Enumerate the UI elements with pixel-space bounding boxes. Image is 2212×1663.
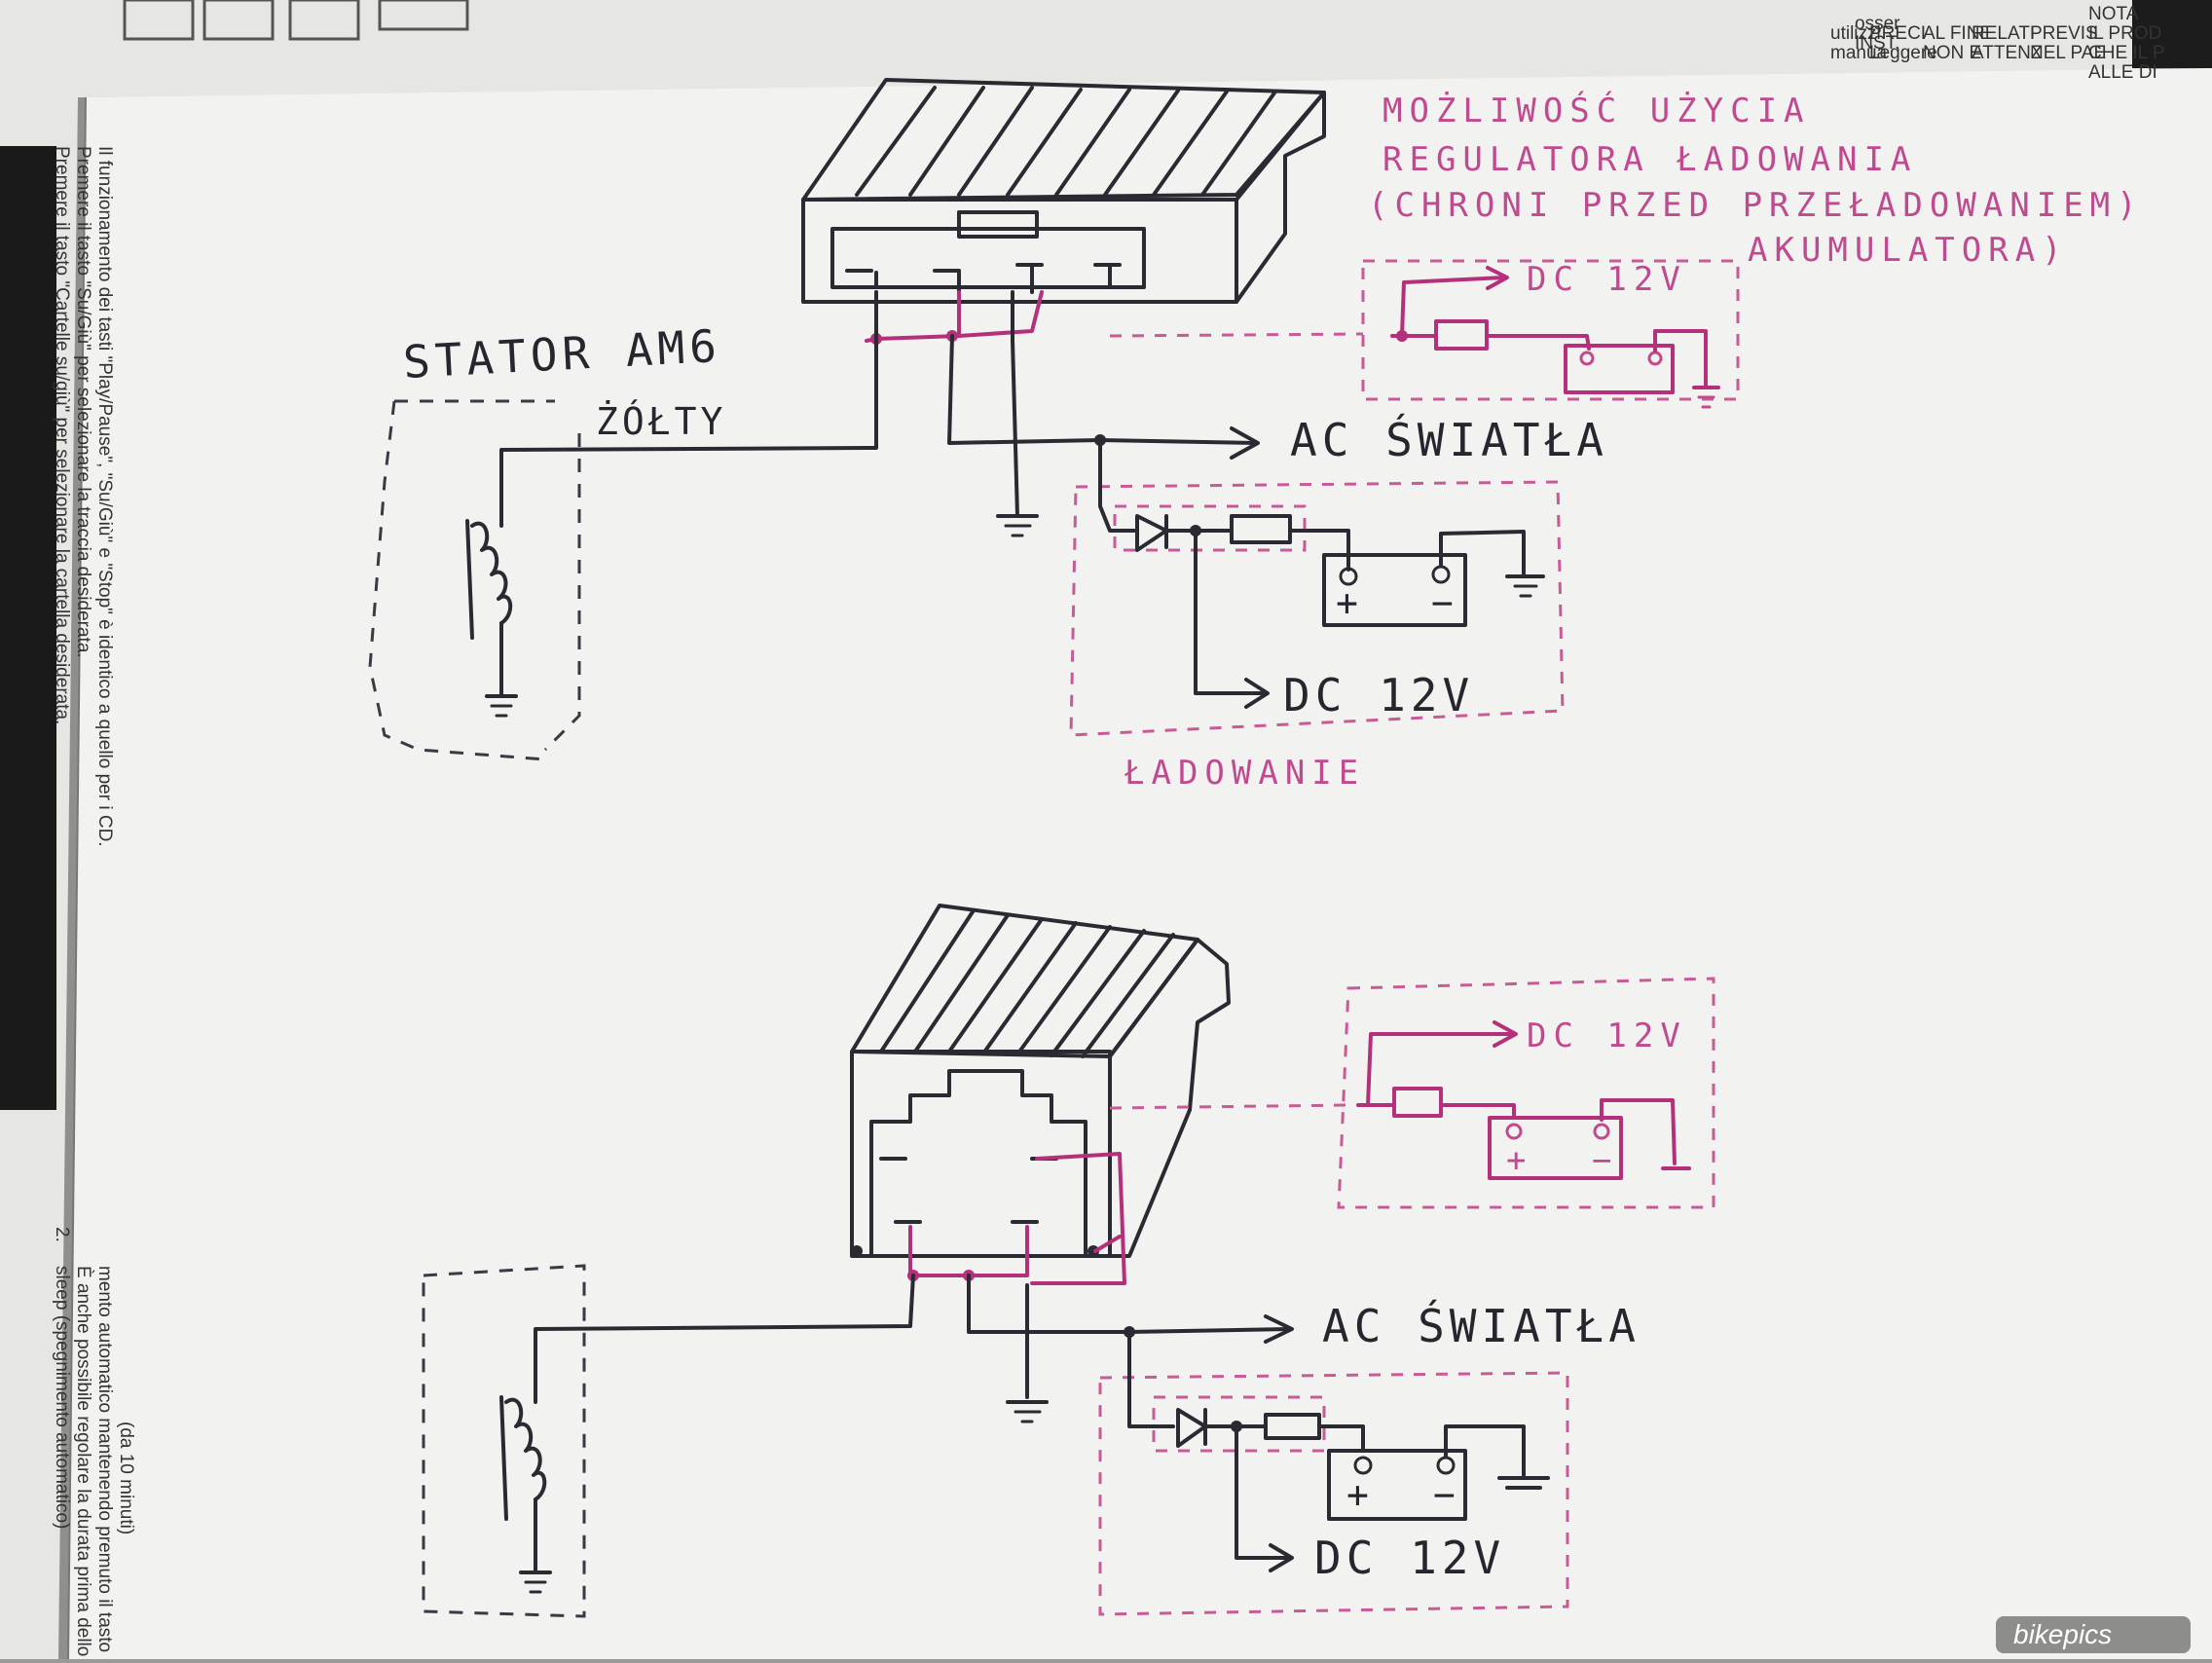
rw-3: ALLE DI xyxy=(2088,62,2157,83)
pink-battery-minus: − xyxy=(1592,1141,1618,1180)
top-battery-plus: + xyxy=(1336,581,1362,624)
bottom-diagram: AC ŚWIATŁA DC 12V + − DC 12V xyxy=(422,904,1715,1618)
charging-label: ŁADOWANIE xyxy=(1124,754,1365,793)
margin-line-1: Premere il tasto "Cartelle su/giù" per s… xyxy=(52,146,72,724)
margin-lower-2: sleep (spegnimento automatico) xyxy=(52,1266,72,1529)
stator-enclosure-right xyxy=(543,433,581,752)
rw-14: osser xyxy=(1855,14,1900,34)
bottom-diode xyxy=(1176,1408,1207,1448)
margin-line-2: Premere il tasto "Su/Giù" per selezionar… xyxy=(73,146,93,658)
rw-2: CHE IL P xyxy=(2088,43,2165,63)
yellow-wire xyxy=(499,290,878,528)
rw-8: AL FINE xyxy=(1923,23,1992,44)
pink-battery-bottom xyxy=(1488,1116,1623,1180)
bottom-charging-box xyxy=(1098,1371,1569,1616)
rw-1: IL PROD xyxy=(2088,23,2161,44)
margin-lower-1: 2. xyxy=(52,1227,72,1242)
top-regulator xyxy=(801,78,1326,304)
wire-label: ŻÓŁTY xyxy=(596,400,726,443)
pink-battery-plus: + xyxy=(1506,1141,1532,1180)
left-margin-text-lower: 2. sleep (spegnimento automatico) È anch… xyxy=(52,1227,136,1656)
right-margin-words: NOTA IL PROD CHE IL P ALLE DI PREVIS NEL… xyxy=(1830,4,2165,83)
note-line-1: MOŻLIWOŚĆ UŻYCIA xyxy=(1382,91,1811,130)
pink-fuse-bottom xyxy=(1392,1087,1443,1118)
bottom-battery-plus: + xyxy=(1346,1473,1373,1516)
bottom-ac-output-label: AC ŚWIATŁA xyxy=(1322,1300,1641,1352)
diode-box xyxy=(1113,504,1307,552)
top-ac-output-label: AC ŚWIATŁA xyxy=(1290,414,1608,466)
rw-10: PRECI xyxy=(1869,23,1926,44)
top-diode xyxy=(1135,514,1168,552)
rw-5: NEL PAE xyxy=(2030,43,2106,63)
top-dc-output-label: DC 12V xyxy=(1283,669,1474,721)
pink-dc-output-label: DC 12V xyxy=(1527,260,1687,299)
bottom-dc-output-label: DC 12V xyxy=(1314,1532,1505,1584)
rw-15: INST. xyxy=(1855,33,1899,54)
top-diagram: STATOR AM6 ŻÓŁTY AC ŚWIATŁA ŁADOWANIE DC… xyxy=(368,78,2144,793)
margin-lower-3: È anche possibile regolare la durata pri… xyxy=(73,1266,93,1656)
note-line-2: REGULATORA ŁADOWANIA xyxy=(1382,140,1917,179)
rw-11: Leggere xyxy=(1869,43,1937,63)
paper-sheet xyxy=(68,68,2212,1659)
stator-coil xyxy=(470,521,513,625)
bottom-battery xyxy=(1327,1449,1467,1521)
rw-13: manua xyxy=(1830,43,1888,63)
charging-box xyxy=(1069,480,1565,737)
note-line-3: (CHRONI PRZED PRZEŁADOWANIEM) xyxy=(1368,186,2144,225)
margin-lower-4: mento automatico mantenendo premuto il t… xyxy=(94,1266,115,1652)
pink-battery-top xyxy=(1564,344,1675,394)
rw-9: NON E xyxy=(1923,43,1981,63)
bottom-pink-dc-label: DC 12V xyxy=(1527,1016,1687,1055)
rw-0: NOTA xyxy=(2088,4,2139,24)
bottom-stator-coil xyxy=(504,1397,547,1501)
note-line-4: AKUMULATORA) xyxy=(1748,231,2069,270)
bottom-regulator xyxy=(850,904,1231,1258)
rw-7: ATTENZ xyxy=(1972,43,2043,63)
rw-6: RELATI xyxy=(1972,23,2035,44)
top-battery xyxy=(1322,553,1467,627)
rw-4: PREVIS xyxy=(2030,23,2098,44)
watermark-text: bikepics xyxy=(2013,1619,2112,1649)
bottom-battery-minus: − xyxy=(1433,1473,1459,1516)
rw-12: utilizzi xyxy=(1830,23,1881,44)
top-battery-minus: − xyxy=(1431,581,1457,624)
left-margin-text: Premere il tasto "Cartelle su/giù" per s… xyxy=(52,146,115,847)
dark-corner xyxy=(2132,0,2212,68)
margin-line-3: Il funzionamento dei tasti "Play/Pause",… xyxy=(94,146,115,847)
keypad-pictograms xyxy=(123,0,469,41)
regulator-note: MOŻLIWOŚĆ UŻYCIA REGULATORA ŁADOWANIA (C… xyxy=(1368,91,2144,270)
bottom-stator-enclosure xyxy=(422,1264,586,1618)
optional-regulator-box xyxy=(1361,259,1740,401)
dark-page-edge xyxy=(0,146,56,1110)
margin-lower-5: (da 10 minuti) xyxy=(116,1422,136,1534)
watermark: bikepics xyxy=(1996,1616,2191,1653)
